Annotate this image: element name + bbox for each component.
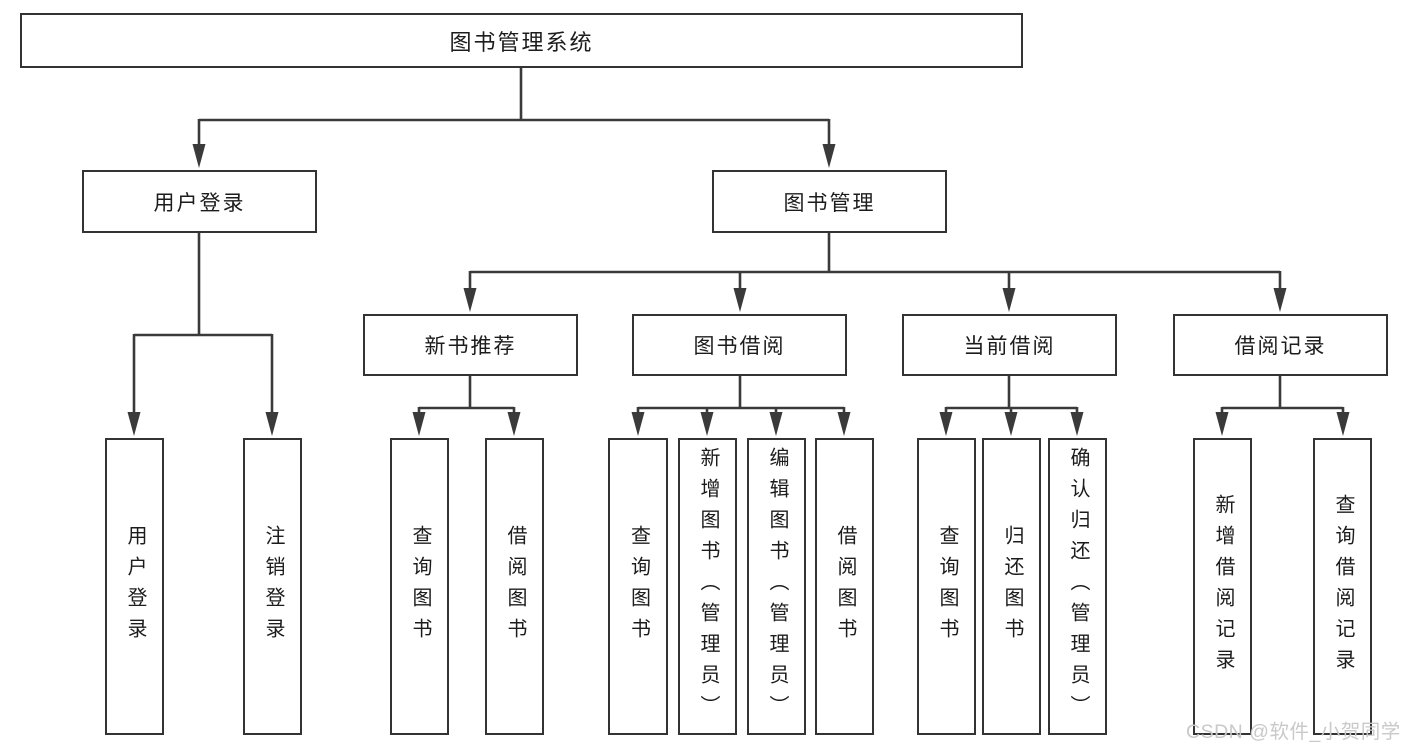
node-library-management-system: 图书管理系统 <box>20 13 1023 68</box>
leaf-edit-books-admin: 编辑图书（管理员） <box>747 438 806 735</box>
leaf-query-books-recommend: 查询图书 <box>390 438 449 735</box>
leaf-label: 查询借阅记录 <box>1332 493 1354 680</box>
leaf-label: 新增借阅记录 <box>1212 493 1234 680</box>
leaf-confirm-return-admin: 确认归还（管理员） <box>1048 438 1107 735</box>
node-user-login: 用户登录 <box>82 170 317 233</box>
leaf-label: 用户登录 <box>124 524 146 649</box>
leaf-label: 查询图书 <box>936 524 958 649</box>
leaf-label: 查询图书 <box>409 524 431 649</box>
leaf-borrow-books: 借阅图书 <box>815 438 874 735</box>
node-new-book-recommend: 新书推荐 <box>363 314 578 376</box>
leaf-label: 借阅图书 <box>834 524 856 649</box>
csdn-watermark: CSDN @软件_小贺同学 <box>1186 721 1401 743</box>
leaf-query-books-borrowing: 查询图书 <box>608 438 668 735</box>
leaf-label: 确认归还（管理员） <box>1067 447 1089 726</box>
leaf-query-books-current: 查询图书 <box>917 438 976 735</box>
leaf-logout: 注销登录 <box>243 438 302 735</box>
node-book-management: 图书管理 <box>712 170 947 233</box>
leaf-user-login: 用户登录 <box>105 438 164 735</box>
node-borrowing-records: 借阅记录 <box>1173 314 1388 376</box>
leaf-label: 编辑图书（管理员） <box>766 447 788 726</box>
leaf-add-borrow-record: 新增借阅记录 <box>1193 438 1252 735</box>
leaf-return-books: 归还图书 <box>982 438 1041 735</box>
leaf-borrow-books-recommend: 借阅图书 <box>485 438 544 735</box>
leaf-add-books-admin: 新增图书（管理员） <box>678 438 737 735</box>
leaf-label: 新增图书（管理员） <box>697 447 719 726</box>
leaf-label: 查询图书 <box>627 524 650 649</box>
node-current-borrowing: 当前借阅 <box>902 314 1117 376</box>
leaf-query-borrow-record: 查询借阅记录 <box>1313 438 1372 735</box>
leaf-label: 借阅图书 <box>504 524 526 649</box>
leaf-label: 归还图书 <box>1001 524 1023 649</box>
node-book-borrowing: 图书借阅 <box>632 314 847 376</box>
leaf-label: 注销登录 <box>262 524 284 649</box>
